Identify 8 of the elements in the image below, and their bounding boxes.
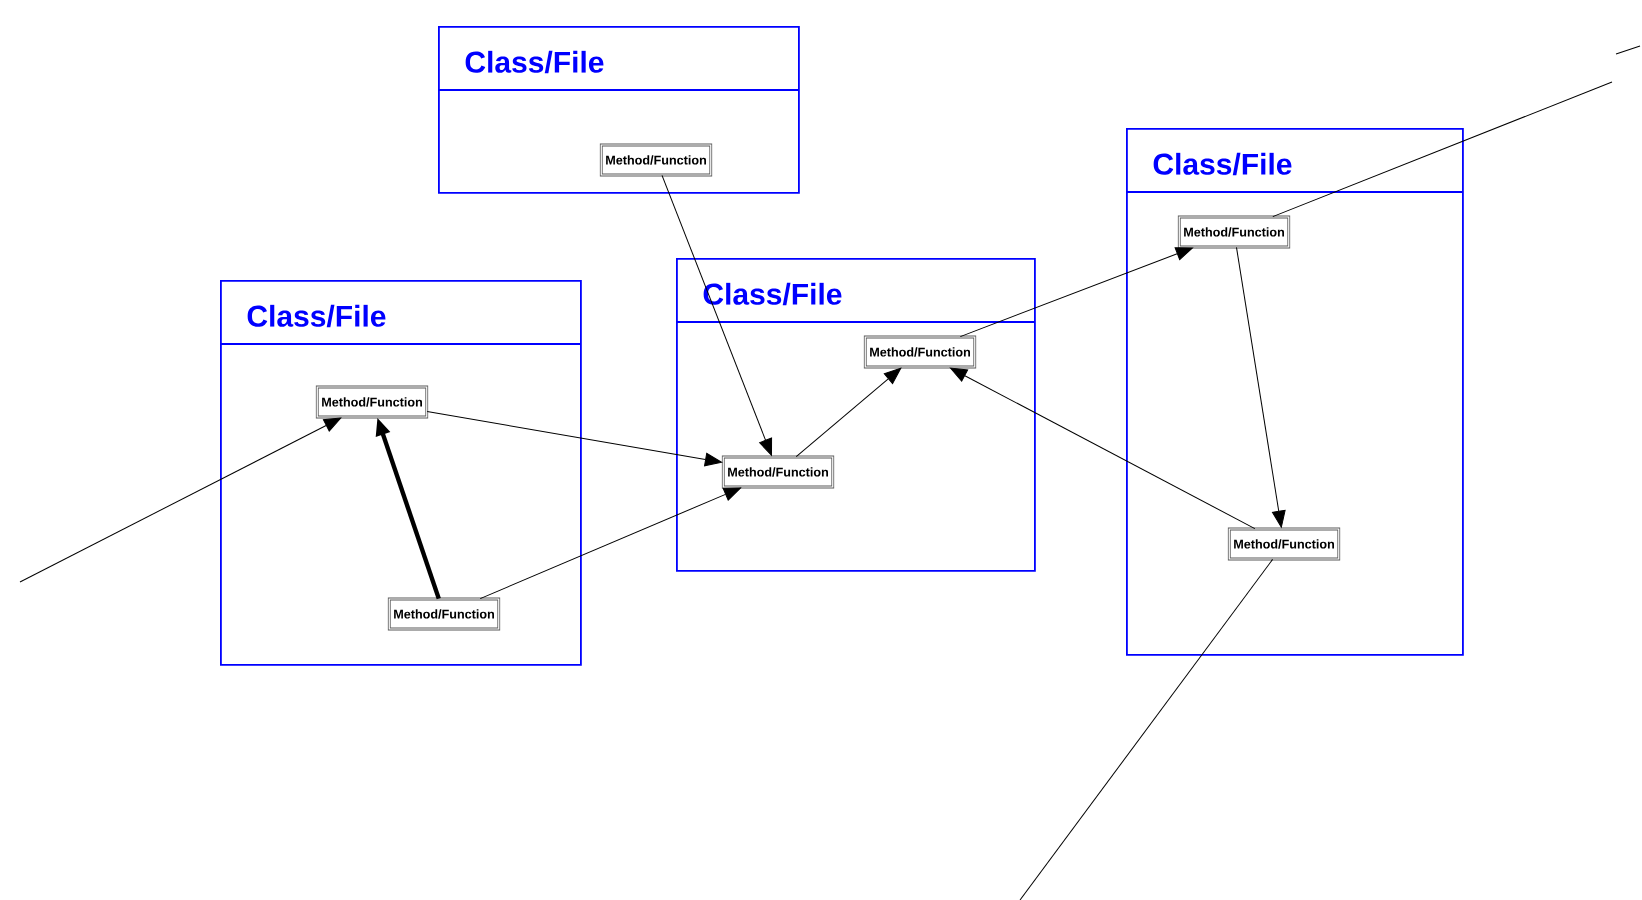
arrow	[795, 367, 902, 458]
arrow	[661, 174, 773, 456]
arrow	[19, 417, 342, 583]
arrow	[959, 247, 1193, 338]
arrow	[479, 487, 741, 600]
arrow	[1236, 246, 1286, 528]
arrow	[949, 367, 1256, 530]
arrow	[426, 411, 722, 467]
